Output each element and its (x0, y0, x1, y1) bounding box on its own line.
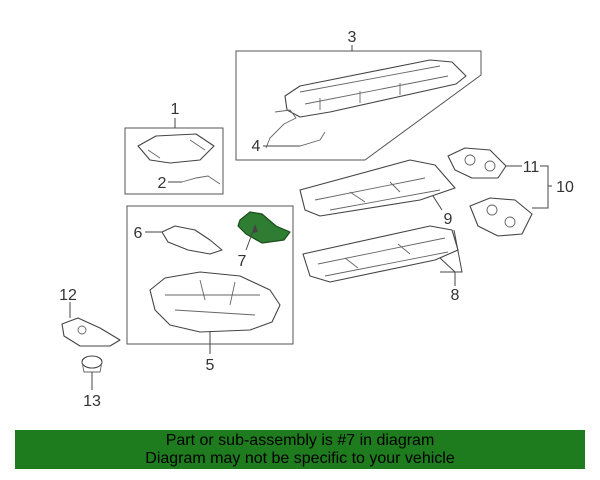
part-3-group (235, 45, 482, 161)
part-10-group (447, 147, 552, 237)
part-13-group (81, 355, 103, 390)
part-5-group (126, 205, 294, 354)
callout-1: 1 (171, 101, 180, 118)
callout-5: 5 (206, 357, 215, 374)
part-5-underbody-shield (149, 271, 281, 333)
part-9-group (299, 159, 456, 217)
part-12-group (61, 302, 121, 347)
part-12-plate (61, 317, 121, 347)
callout-12: 12 (59, 287, 77, 304)
part-8-group (302, 225, 463, 286)
part-2-clip (181, 175, 221, 185)
part-6-cover (161, 225, 223, 255)
banner-line-2: Diagram may not be specific to your vehi… (145, 449, 455, 467)
callout-13: 13 (83, 393, 101, 410)
callout-9: 9 (444, 211, 453, 228)
callout-6: 6 (134, 225, 143, 242)
part-1-box (124, 127, 224, 195)
callout-11: 11 (523, 159, 540, 176)
part-8-panel (302, 225, 459, 283)
info-banner: Part or sub-assembly is #7 in diagram Di… (15, 430, 585, 469)
callout-10: 10 (556, 179, 574, 196)
part-9-panel (299, 159, 456, 217)
callout-8: 8 (451, 287, 460, 304)
callout-4: 4 (252, 138, 261, 155)
part-7-highlighted (237, 211, 291, 244)
callout-7: 7 (238, 253, 247, 270)
callout-2: 2 (158, 175, 167, 192)
part-13-grommet (81, 355, 103, 369)
part-3-rail (284, 59, 467, 118)
part-1-group (124, 118, 224, 195)
banner-line-1: Part or sub-assembly is #7 in diagram (165, 431, 435, 449)
part-3-box (235, 50, 482, 161)
part-10-bracket (469, 197, 533, 237)
part-11-bracket (447, 147, 507, 179)
callout-3: 3 (348, 29, 357, 46)
